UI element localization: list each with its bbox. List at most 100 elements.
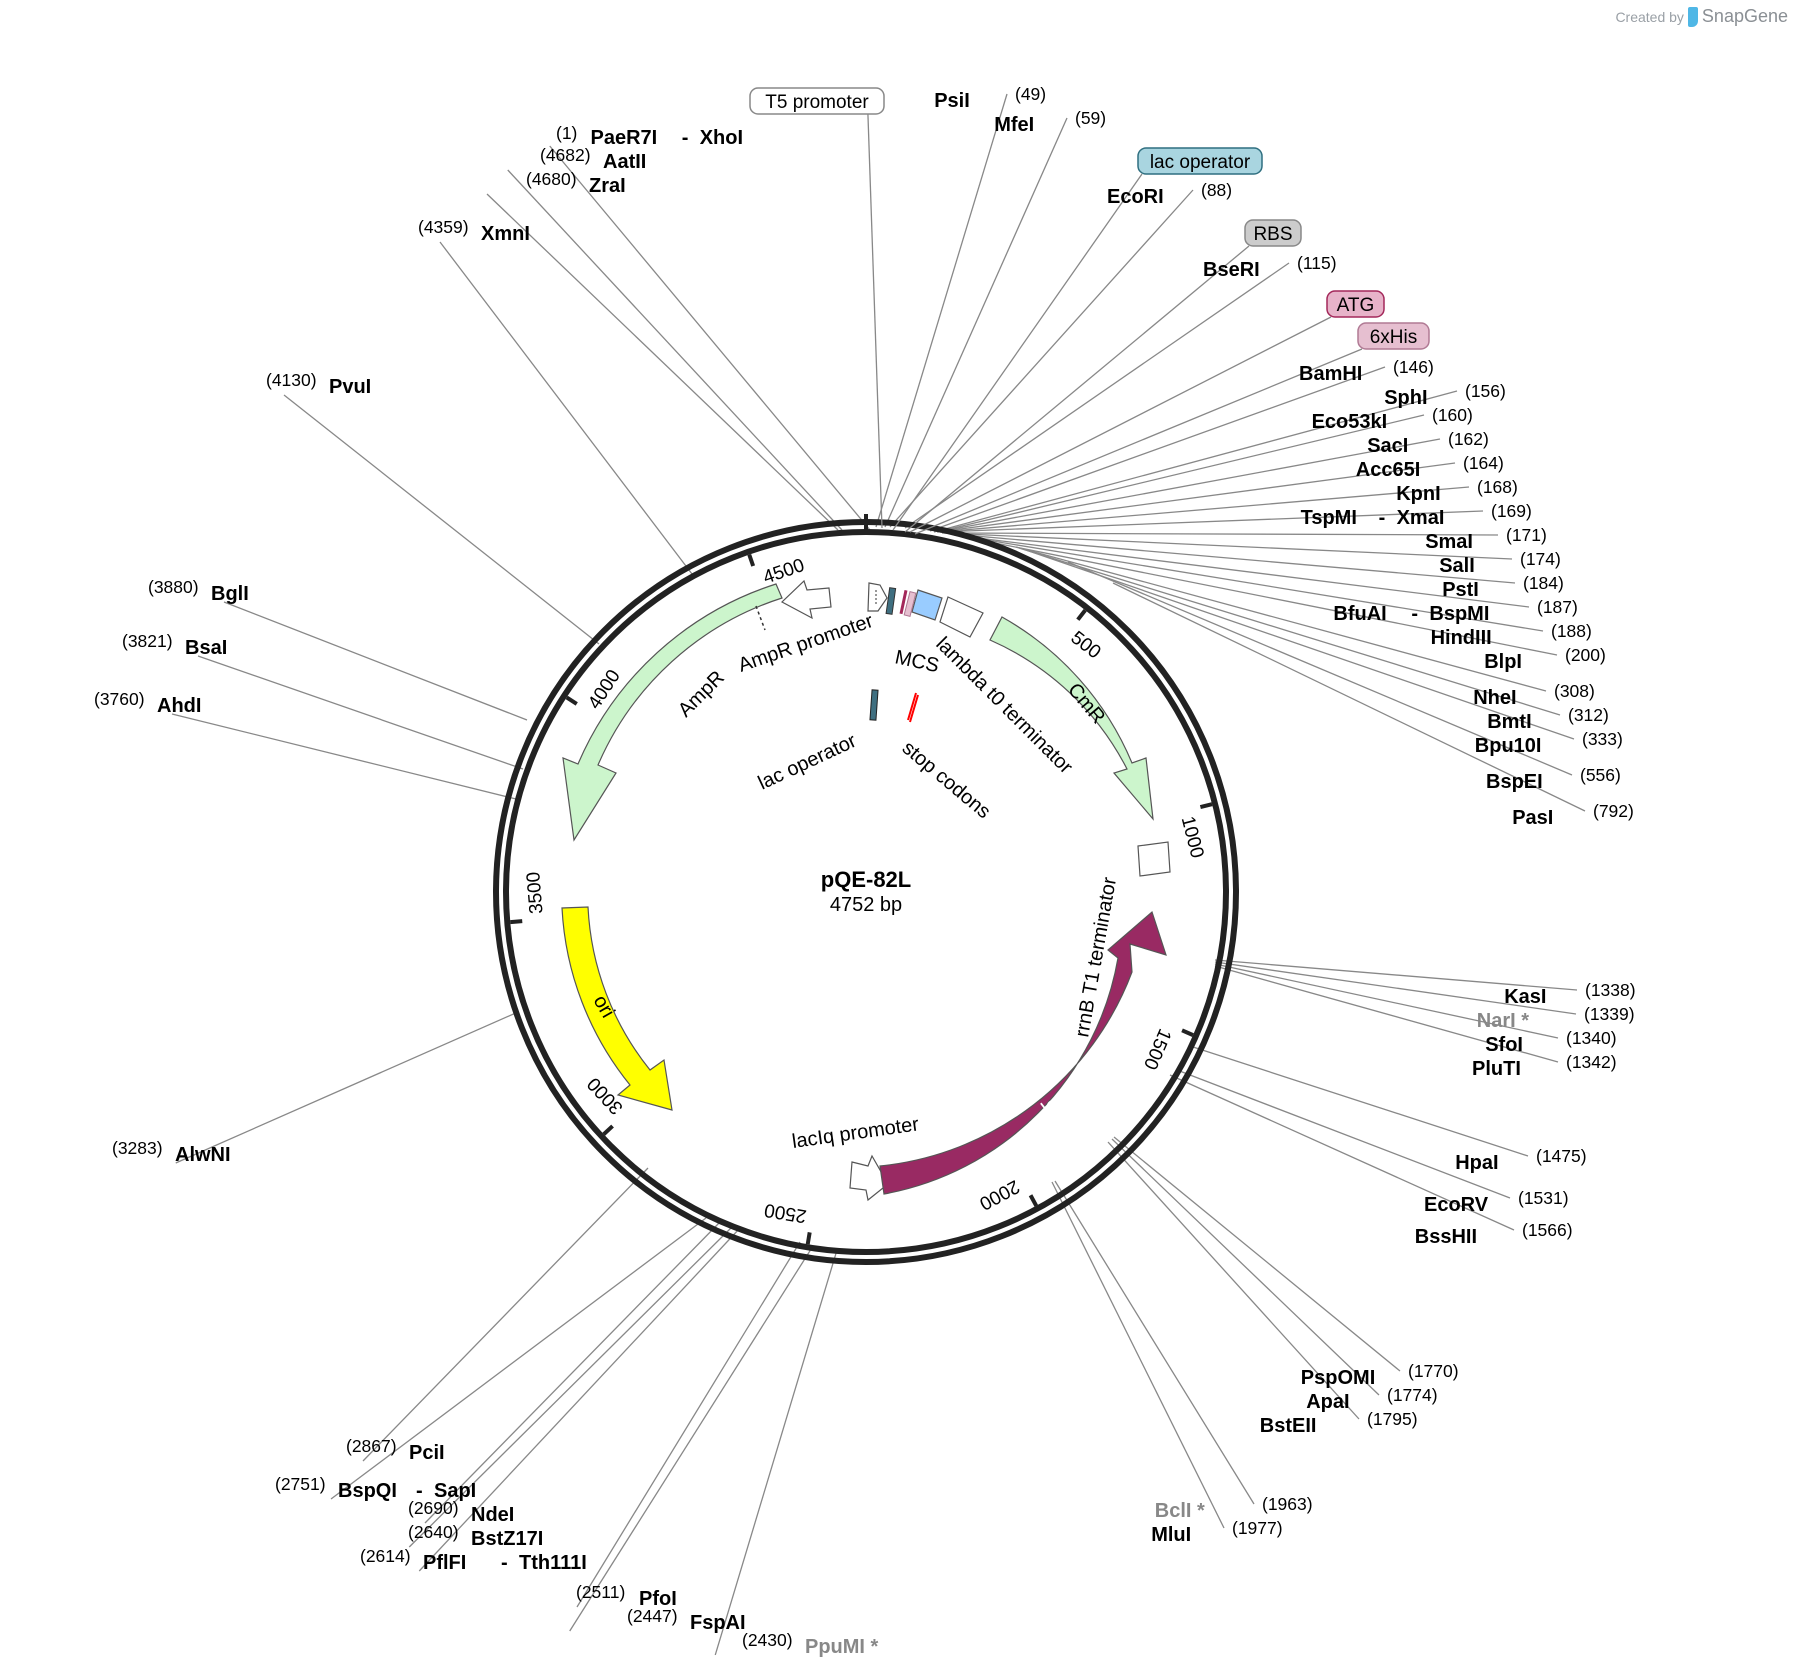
- tick-label-4500: 4500: [760, 555, 807, 589]
- feature-label-laci: lacI: [1038, 1083, 1076, 1119]
- site-enzyme: BsaI: [185, 637, 227, 659]
- ampr-promoter-arrow: [780, 579, 832, 620]
- feature-box-label-lacoperator: lac operator: [1150, 152, 1251, 173]
- site-enzyme: ZraI: [589, 175, 626, 197]
- site-enzyme: PasI: [1512, 807, 1553, 829]
- connector-pvui: [283, 394, 600, 645]
- laciq-promoter-arrow: [849, 1154, 889, 1202]
- site-position: (2614): [360, 1546, 411, 1566]
- connector-kasi: [1214, 959, 1578, 991]
- site-enzyme: TspMI: [1301, 507, 1357, 529]
- site-enzyme-2: BspMI: [1429, 603, 1489, 625]
- connector-pfoi: [576, 1241, 801, 1608]
- connector-kpni: [939, 486, 1470, 533]
- connector-bpu10i: [1022, 548, 1575, 740]
- site-position: (168): [1477, 477, 1518, 497]
- site-position: (3880): [148, 577, 199, 597]
- site-pflfi: (2614)PflFI- Tth111I: [360, 1546, 587, 1574]
- connector-pflfi: [418, 1227, 741, 1572]
- site-enzyme: PsiI: [934, 90, 970, 112]
- site-enzyme: SfoI: [1485, 1034, 1523, 1056]
- ampr-promoter-boundary: [755, 605, 766, 631]
- feature-box-6xhis: [1357, 322, 1430, 350]
- lambda-terminator-box: [939, 596, 984, 638]
- site-position: (187): [1537, 597, 1578, 617]
- t5-promoter-arrow: [867, 582, 888, 612]
- tick-mark-1500: [1181, 1028, 1194, 1037]
- connector-bspei: [1067, 561, 1573, 776]
- site-position: (171): [1506, 525, 1547, 545]
- site-enzyme: ApaI: [1306, 1391, 1349, 1413]
- site-bsai: (3821)BsaI: [122, 631, 227, 659]
- connector-nari: [1214, 961, 1577, 1015]
- site-position: (4130): [266, 370, 317, 390]
- site-hindiii: (188)HindIII: [1431, 621, 1592, 649]
- site-position: (312): [1568, 705, 1609, 725]
- site-position: (164): [1463, 453, 1504, 473]
- site-ndei: (2690)NdeI: [408, 1498, 514, 1526]
- connector-bgli: [223, 601, 528, 721]
- site-position: (1977): [1232, 1518, 1283, 1538]
- site-enzyme: NheI: [1473, 687, 1516, 709]
- connector-psii: [875, 93, 1008, 528]
- stop-codon-mark-2: [907, 692, 917, 721]
- site-sphi: (156)SphI: [1384, 381, 1506, 409]
- site-position: (2511): [576, 1582, 625, 1602]
- site-position: (4359): [418, 217, 469, 237]
- box-connector-rbs: [904, 245, 1250, 533]
- site-ecorv: (1531)EcoRV: [1424, 1188, 1569, 1216]
- site-enzyme: PvuI: [329, 376, 371, 398]
- atg-mark: [899, 590, 908, 615]
- connector-saci: [936, 438, 1441, 533]
- rrnb-terminator-box: [1137, 841, 1171, 877]
- site-position: (2447): [627, 1606, 678, 1626]
- site-enzyme: Bpu10I: [1475, 735, 1542, 757]
- site-pfoi: (2511) PfoI: [576, 1582, 677, 1610]
- site-apai: (1774) ApaI: [1306, 1385, 1437, 1413]
- site-sfoi: (1340)SfoI: [1485, 1028, 1616, 1056]
- box-connector-t5promoter: [867, 113, 883, 529]
- 6xhis-mark: [903, 591, 917, 617]
- site-enzyme: BstEII: [1260, 1415, 1317, 1437]
- connector-pspomi: [1113, 1136, 1401, 1372]
- connector-pluti: [1214, 965, 1559, 1063]
- site-position: (2430): [742, 1630, 793, 1650]
- site-pasi: (792)PasI: [1512, 801, 1634, 829]
- created-by-text: Created by: [1615, 8, 1684, 25]
- site-enzyme: BfuAI: [1333, 603, 1386, 625]
- site-enzyme: Eco53kI: [1312, 411, 1388, 433]
- site-ecori: (88)EcoRI: [1107, 180, 1232, 208]
- site-enzyme: PspOMI: [1301, 1367, 1375, 1389]
- site-xmni: (4359)XmnI: [418, 217, 530, 245]
- site-enzyme: EcoRI: [1107, 186, 1164, 208]
- plasmid-length: 4752 bp: [830, 894, 902, 916]
- feature-label-mcs: MCS: [893, 646, 941, 677]
- tick-label-1500: 1500: [1139, 1025, 1175, 1072]
- site-enzyme: Acc65I: [1356, 459, 1421, 481]
- feature-label-ampr-promoter: AmpR promoter: [735, 610, 876, 677]
- site-kpni: (168) KpnI: [1396, 477, 1518, 505]
- ampr-arrow: [562, 583, 783, 842]
- site-pluti: (1342)PluTI: [1472, 1052, 1617, 1080]
- connector-alwni: [175, 1011, 519, 1164]
- site-position: (2690): [408, 1498, 459, 1518]
- site-acc65i: (164) Acc65I: [1356, 453, 1504, 481]
- site-enzyme: PciI: [409, 1442, 445, 1464]
- site-position: (1774): [1387, 1385, 1438, 1405]
- connector-fspai: [569, 1245, 814, 1632]
- site-position: (3283): [112, 1138, 163, 1158]
- site-bmti: (312)BmtI: [1487, 705, 1609, 733]
- feature-label-laciq-promoter: lacIq promoter: [791, 1113, 921, 1153]
- site-pvui: (4130) PvuI: [266, 370, 371, 398]
- site-position: (1566): [1522, 1220, 1573, 1240]
- site-position: (49): [1015, 84, 1046, 104]
- site-position: (156): [1465, 381, 1506, 401]
- site-enzyme: BstZ17I: [471, 1528, 543, 1550]
- site-enzyme-2: Tth111I: [519, 1552, 587, 1574]
- site-enzyme: KpnI: [1396, 483, 1440, 505]
- site-enzyme: PfoI: [639, 1588, 677, 1610]
- feature-box-label-rbs: RBS: [1253, 224, 1292, 245]
- site-bseri: (115)BseRI: [1203, 253, 1337, 281]
- site-sali: (174)SalI: [1439, 549, 1561, 577]
